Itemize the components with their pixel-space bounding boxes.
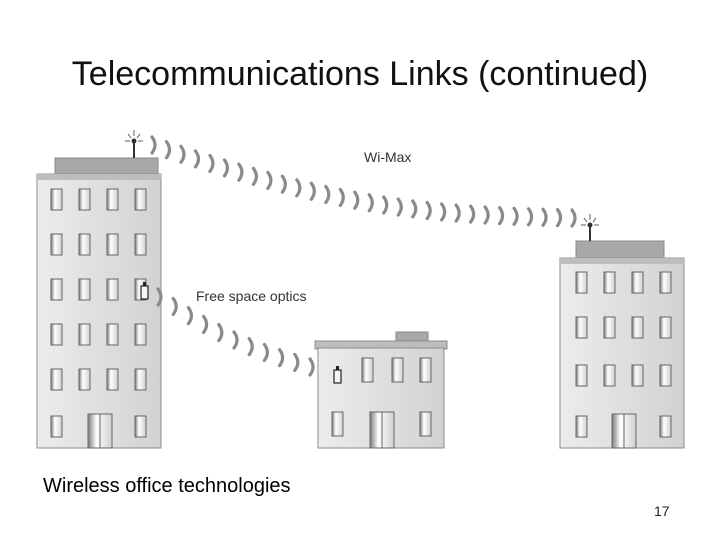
window (134, 233, 147, 256)
signal-arc (217, 323, 224, 343)
window (575, 271, 588, 294)
right-antenna-icon (581, 214, 599, 241)
signal-arc (411, 199, 418, 219)
window (106, 323, 119, 346)
signal-arc (367, 193, 374, 213)
signal-arc (179, 144, 186, 164)
window (50, 233, 63, 256)
window (78, 323, 91, 346)
window (78, 278, 91, 301)
signal-arc (483, 205, 490, 225)
signal-arc (222, 158, 230, 178)
signal-arc (309, 181, 316, 201)
signal-arc (526, 207, 534, 227)
middle-building-door (369, 411, 395, 449)
window (603, 316, 616, 339)
window (631, 271, 644, 294)
signal-arc (247, 337, 254, 357)
signal-arc (469, 204, 476, 224)
signal-arc (512, 206, 519, 226)
signal-arc (555, 208, 563, 228)
left-antenna-icon (125, 130, 143, 158)
window (659, 415, 672, 438)
window (603, 271, 616, 294)
page-number: 17 (654, 503, 670, 519)
free-space-optics-signal-arcs (156, 287, 315, 377)
window (50, 415, 63, 438)
window (659, 364, 672, 387)
signal-arc (440, 202, 447, 222)
signal-arc (280, 174, 287, 194)
window (106, 278, 119, 301)
window (106, 233, 119, 256)
signal-arc (425, 200, 432, 221)
right-office-building (559, 240, 685, 449)
free-space-optics-label: Free space optics (196, 288, 307, 304)
middle-office-building (314, 331, 448, 449)
window (575, 316, 588, 339)
slide-caption: Wireless office technologies (43, 475, 291, 497)
window (659, 271, 672, 294)
window (134, 323, 147, 346)
window (134, 188, 147, 211)
left-office-building (36, 157, 162, 449)
signal-arc (396, 197, 403, 217)
window (106, 188, 119, 211)
window (331, 411, 344, 437)
signal-arc (338, 187, 345, 208)
signal-arc (295, 178, 302, 198)
signal-arc (308, 357, 315, 377)
window (419, 357, 432, 383)
signal-arc (353, 190, 360, 210)
signal-arc (251, 166, 258, 186)
signal-arc (382, 195, 389, 215)
window (361, 357, 374, 383)
middle-optical-transceiver-icon (333, 366, 342, 384)
left-building-door (87, 413, 113, 449)
signal-arc (202, 314, 209, 335)
window (50, 323, 63, 346)
window (78, 368, 91, 391)
signal-arc (266, 170, 273, 190)
signal-arc (454, 203, 461, 223)
window (391, 357, 404, 383)
window (631, 364, 644, 387)
signal-arc (570, 208, 577, 228)
signal-arc (186, 306, 193, 326)
window (106, 368, 119, 391)
signal-arc (293, 352, 300, 373)
signal-arc (208, 153, 215, 174)
window (419, 411, 432, 437)
window (50, 188, 63, 211)
signal-arc (237, 162, 244, 182)
signal-arc (193, 149, 201, 169)
window (603, 364, 616, 387)
signal-arc (324, 184, 331, 205)
window (78, 233, 91, 256)
wimax-label: Wi-Max (364, 149, 411, 165)
signal-arc (156, 287, 163, 307)
signal-arc (262, 342, 269, 363)
window (575, 415, 588, 438)
window (659, 316, 672, 339)
signal-arc (171, 296, 178, 317)
signal-arc (497, 206, 505, 226)
window (631, 316, 644, 339)
signal-arc (164, 140, 172, 160)
signal-arc (150, 135, 157, 155)
signal-arc (541, 207, 548, 227)
signal-arc (232, 330, 239, 350)
window (575, 364, 588, 387)
wimax-signal-arcs (150, 135, 577, 228)
slide-title: Telecommunications Links (continued) (71, 55, 649, 93)
window (134, 368, 147, 391)
signal-arc (278, 348, 285, 368)
window (134, 415, 147, 438)
window (78, 188, 91, 211)
window (50, 278, 63, 301)
window (50, 368, 63, 391)
right-building-door (611, 413, 637, 449)
left-optical-transceiver-icon (140, 282, 149, 300)
